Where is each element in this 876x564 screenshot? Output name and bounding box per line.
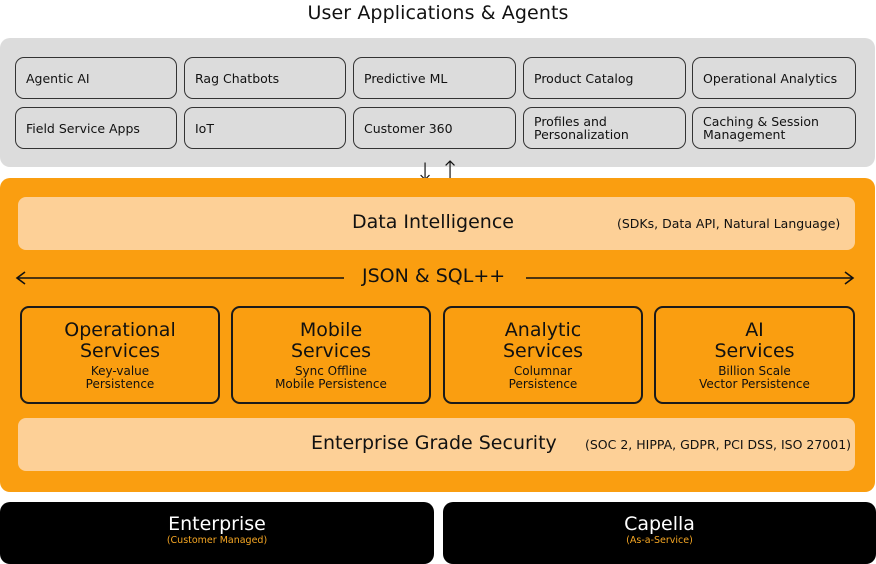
diagram-title: User Applications & Agents bbox=[307, 2, 569, 24]
deployment-title: Enterprise bbox=[168, 513, 266, 535]
security-title: Enterprise Grade Security bbox=[311, 432, 557, 454]
app-field-service-apps: Field Service Apps bbox=[15, 107, 177, 149]
right-arrow-icon bbox=[526, 271, 855, 285]
service-description: Columnar Persistence bbox=[508, 364, 578, 391]
app-label: Agentic AI bbox=[26, 70, 90, 86]
app-label: Profiles and Personalization bbox=[534, 114, 629, 142]
app-rag-chatbots: Rag Chatbots bbox=[184, 57, 346, 99]
data-intelligence-bar bbox=[18, 197, 855, 250]
service-title: AI Services bbox=[714, 319, 795, 362]
security-bar bbox=[18, 418, 855, 471]
service-title: Mobile Services bbox=[290, 319, 372, 362]
service-operational: Operational Services Key-value Persisten… bbox=[20, 306, 220, 404]
data-intelligence-subtitle: (SDKs, Data API, Natural Language) bbox=[617, 216, 841, 231]
service-ai: AI Services Billion Scale Vector Persist… bbox=[654, 306, 855, 404]
query-language-label: JSON & SQL++ bbox=[362, 265, 506, 287]
app-label: Field Service Apps bbox=[26, 120, 140, 136]
app-label: Caching & Session Management bbox=[703, 114, 819, 142]
app-caching-session: Caching & Session Management bbox=[692, 107, 856, 149]
app-label: Rag Chatbots bbox=[195, 70, 280, 86]
deployment-enterprise: Enterprise (Customer Managed) bbox=[0, 502, 434, 564]
service-description: Billion Scale Vector Persistence bbox=[699, 364, 810, 391]
deployment-title: Capella bbox=[624, 513, 695, 535]
app-iot: IoT bbox=[184, 107, 346, 149]
up-arrow-icon: ↑ bbox=[440, 156, 461, 184]
service-description: Key-value Persistence bbox=[85, 364, 155, 391]
app-predictive-ml: Predictive ML bbox=[353, 57, 516, 99]
left-arrow-icon bbox=[15, 271, 344, 285]
app-label: Customer 360 bbox=[364, 120, 453, 136]
deployment-subtitle: (Customer Managed) bbox=[166, 535, 268, 546]
security-subtitle: (SOC 2, HIPPA, GDPR, PCI DSS, ISO 27001) bbox=[585, 437, 852, 452]
app-operational-analytics: Operational Analytics bbox=[692, 57, 856, 99]
data-intelligence-title: Data Intelligence bbox=[352, 211, 514, 233]
service-title: Analytic Services bbox=[502, 319, 584, 362]
app-product-catalog: Product Catalog bbox=[523, 57, 686, 99]
service-description: Sync Offline Mobile Persistence bbox=[275, 364, 387, 391]
service-title: Operational Services bbox=[64, 319, 176, 362]
deployment-subtitle: (As-a-Service) bbox=[626, 535, 693, 546]
app-profiles-personalization: Profiles and Personalization bbox=[523, 107, 686, 149]
app-label: Product Catalog bbox=[534, 70, 634, 86]
app-agentic-ai: Agentic AI bbox=[15, 57, 177, 99]
service-mobile: Mobile Services Sync Offline Mobile Pers… bbox=[231, 306, 431, 404]
app-customer-360: Customer 360 bbox=[353, 107, 516, 149]
app-label: Operational Analytics bbox=[703, 70, 838, 86]
app-label: Predictive ML bbox=[364, 70, 448, 86]
service-analytic: Analytic Services Columnar Persistence bbox=[443, 306, 643, 404]
deployment-capella: Capella (As-a-Service) bbox=[443, 502, 876, 564]
app-label: IoT bbox=[195, 120, 214, 136]
